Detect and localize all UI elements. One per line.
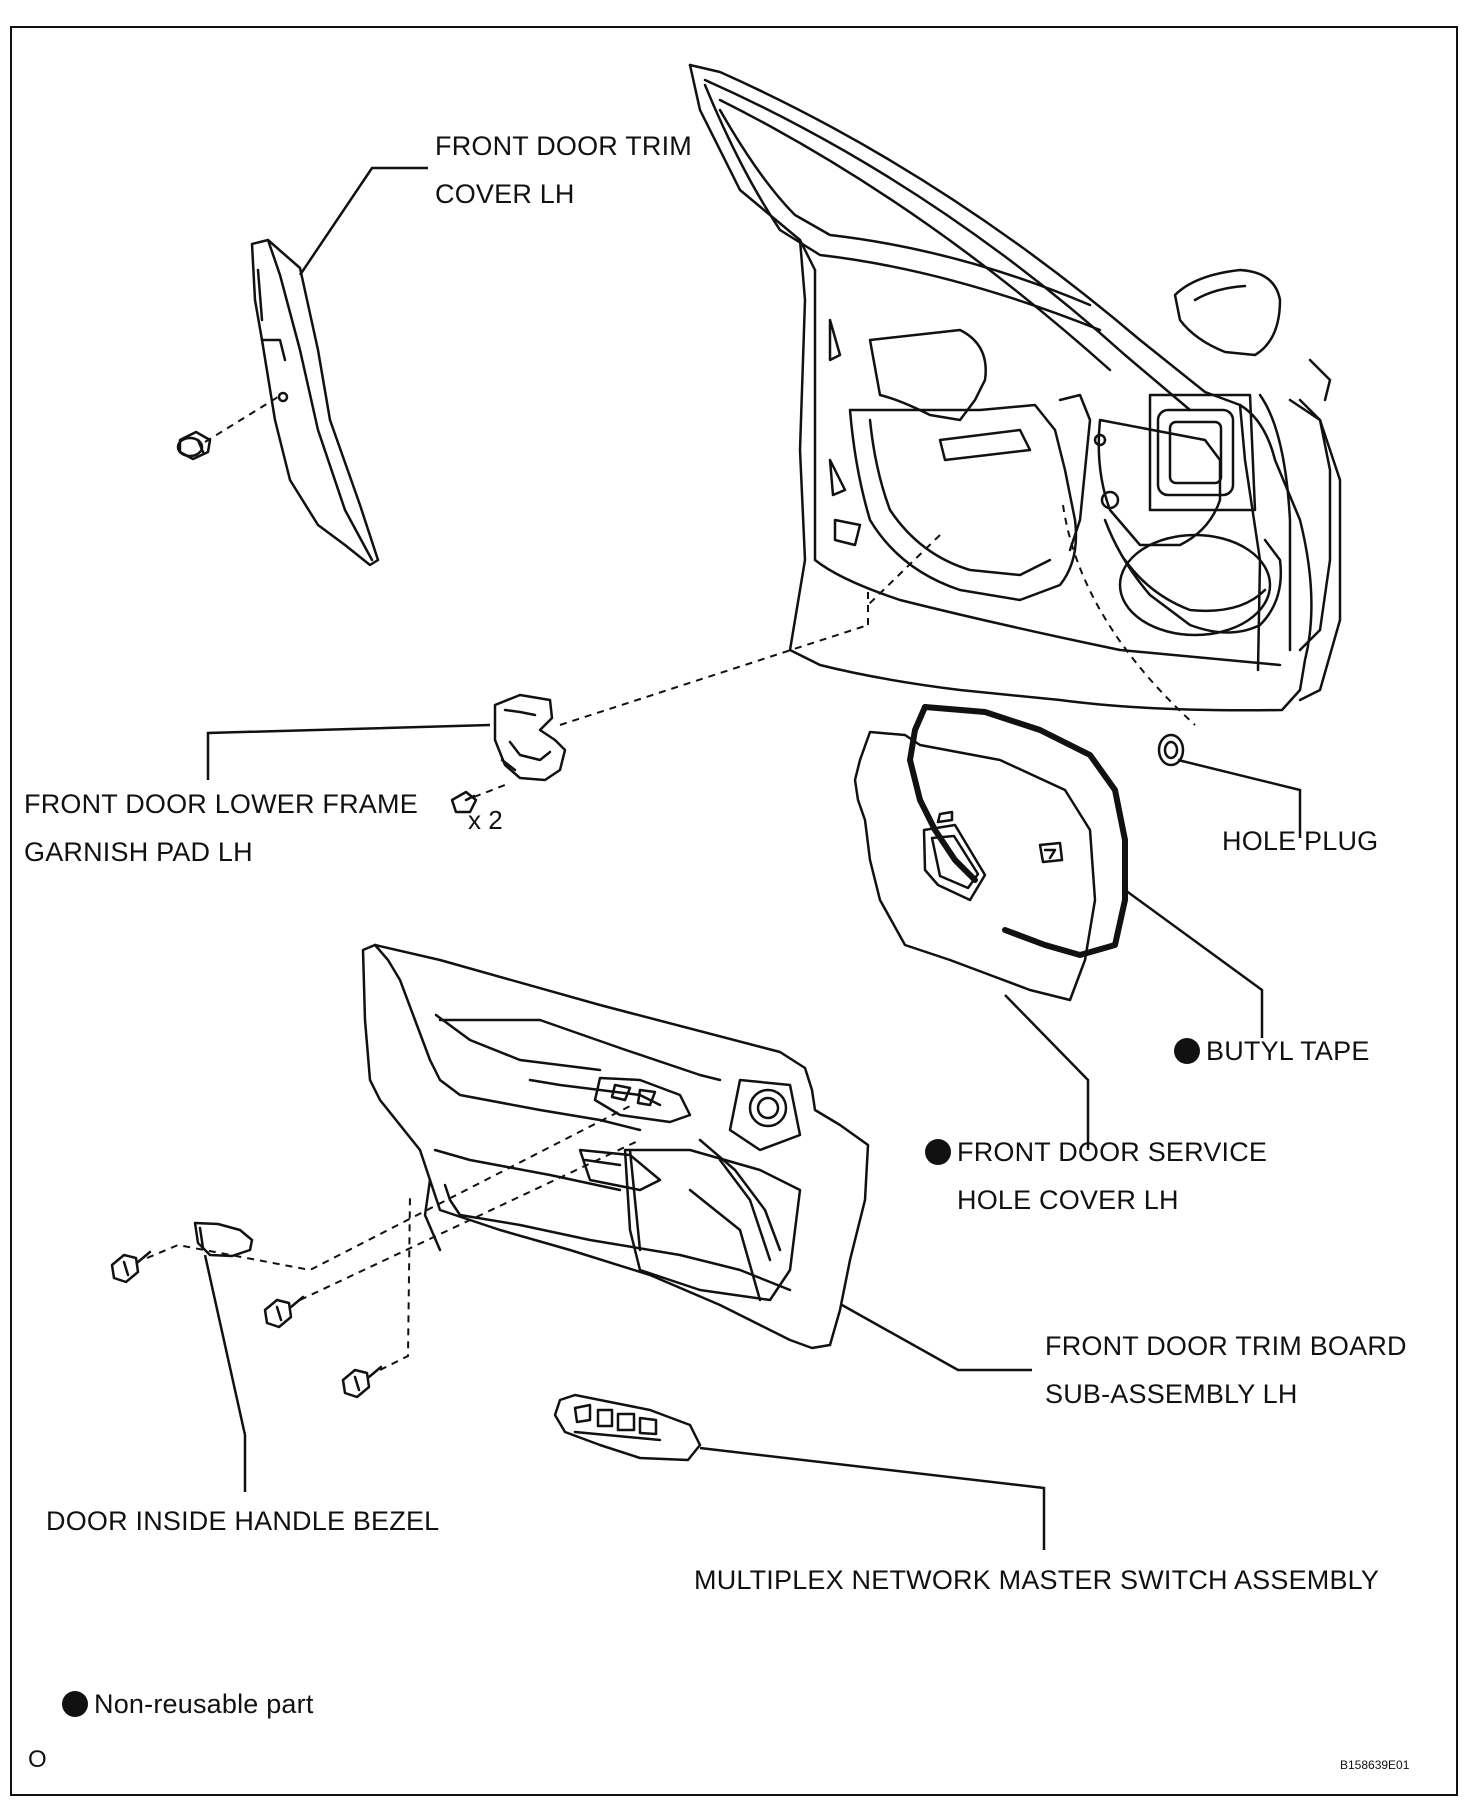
label-service-cover: FRONT DOOR SERVICE HOLE COVER LH xyxy=(925,1128,1267,1224)
leader-lines xyxy=(203,166,1302,1550)
dashed-assembly-lines xyxy=(146,396,1196,1371)
non-reusable-dot-icon xyxy=(925,1139,951,1165)
trim-board-screws xyxy=(110,1250,383,1399)
handle-bezel-part xyxy=(193,1221,254,1258)
label-trim-cover: FRONT DOOR TRIM COVER LH xyxy=(435,122,692,218)
hole-plug-part xyxy=(1157,733,1185,767)
door-shell xyxy=(688,63,1342,712)
label-trim-board-line1: FRONT DOOR TRIM BOARD xyxy=(1045,1331,1407,1361)
label-service-cover-line1: FRONT DOOR SERVICE xyxy=(957,1137,1268,1167)
label-butyl-tape-text: BUTYL TAPE xyxy=(1206,1036,1370,1066)
label-hole-plug: HOLE PLUG xyxy=(1222,826,1379,856)
label-trim-board-line2: SUB-ASSEMBLY LH xyxy=(1045,1379,1298,1409)
quantity-label: x 2 xyxy=(468,805,503,835)
label-lower-frame: FRONT DOOR LOWER FRAME GARNISH PAD LH xyxy=(24,780,418,876)
label-lower-frame-line2: GARNISH PAD LH xyxy=(24,837,253,867)
label-master-switch: MULTIPLEX NETWORK MASTER SWITCH ASSEMBLY xyxy=(694,1565,1380,1595)
footer-left-mark: O xyxy=(28,1746,47,1773)
label-butyl-tape: BUTYL TAPE xyxy=(1174,1027,1370,1075)
trim-board-part xyxy=(361,943,870,1350)
service-hole-cover-part xyxy=(853,730,1097,1002)
figure-code: B158639E01 xyxy=(1340,1758,1410,1772)
label-handle-bezel: DOOR INSIDE HANDLE BEZEL xyxy=(46,1506,440,1536)
non-reusable-dot-icon xyxy=(1174,1038,1200,1064)
trim-cover-part xyxy=(176,238,380,567)
label-trim-cover-line1: FRONT DOOR TRIM xyxy=(435,131,692,161)
legend-text: Non-reusable part xyxy=(94,1689,314,1719)
label-lower-frame-line1: FRONT DOOR LOWER FRAME xyxy=(24,789,418,819)
master-switch-part xyxy=(553,1393,702,1462)
label-trim-board: FRONT DOOR TRIM BOARD SUB-ASSEMBLY LH xyxy=(1045,1322,1407,1418)
lower-frame-part xyxy=(450,693,567,814)
diagram-frame xyxy=(10,26,1458,1796)
non-reusable-dot-icon xyxy=(62,1691,88,1717)
legend: Non-reusable part xyxy=(62,1680,314,1728)
label-service-cover-line2: HOLE COVER LH xyxy=(957,1185,1179,1215)
butyl-tape-part xyxy=(922,704,1128,958)
label-trim-cover-line2: COVER LH xyxy=(435,179,575,209)
